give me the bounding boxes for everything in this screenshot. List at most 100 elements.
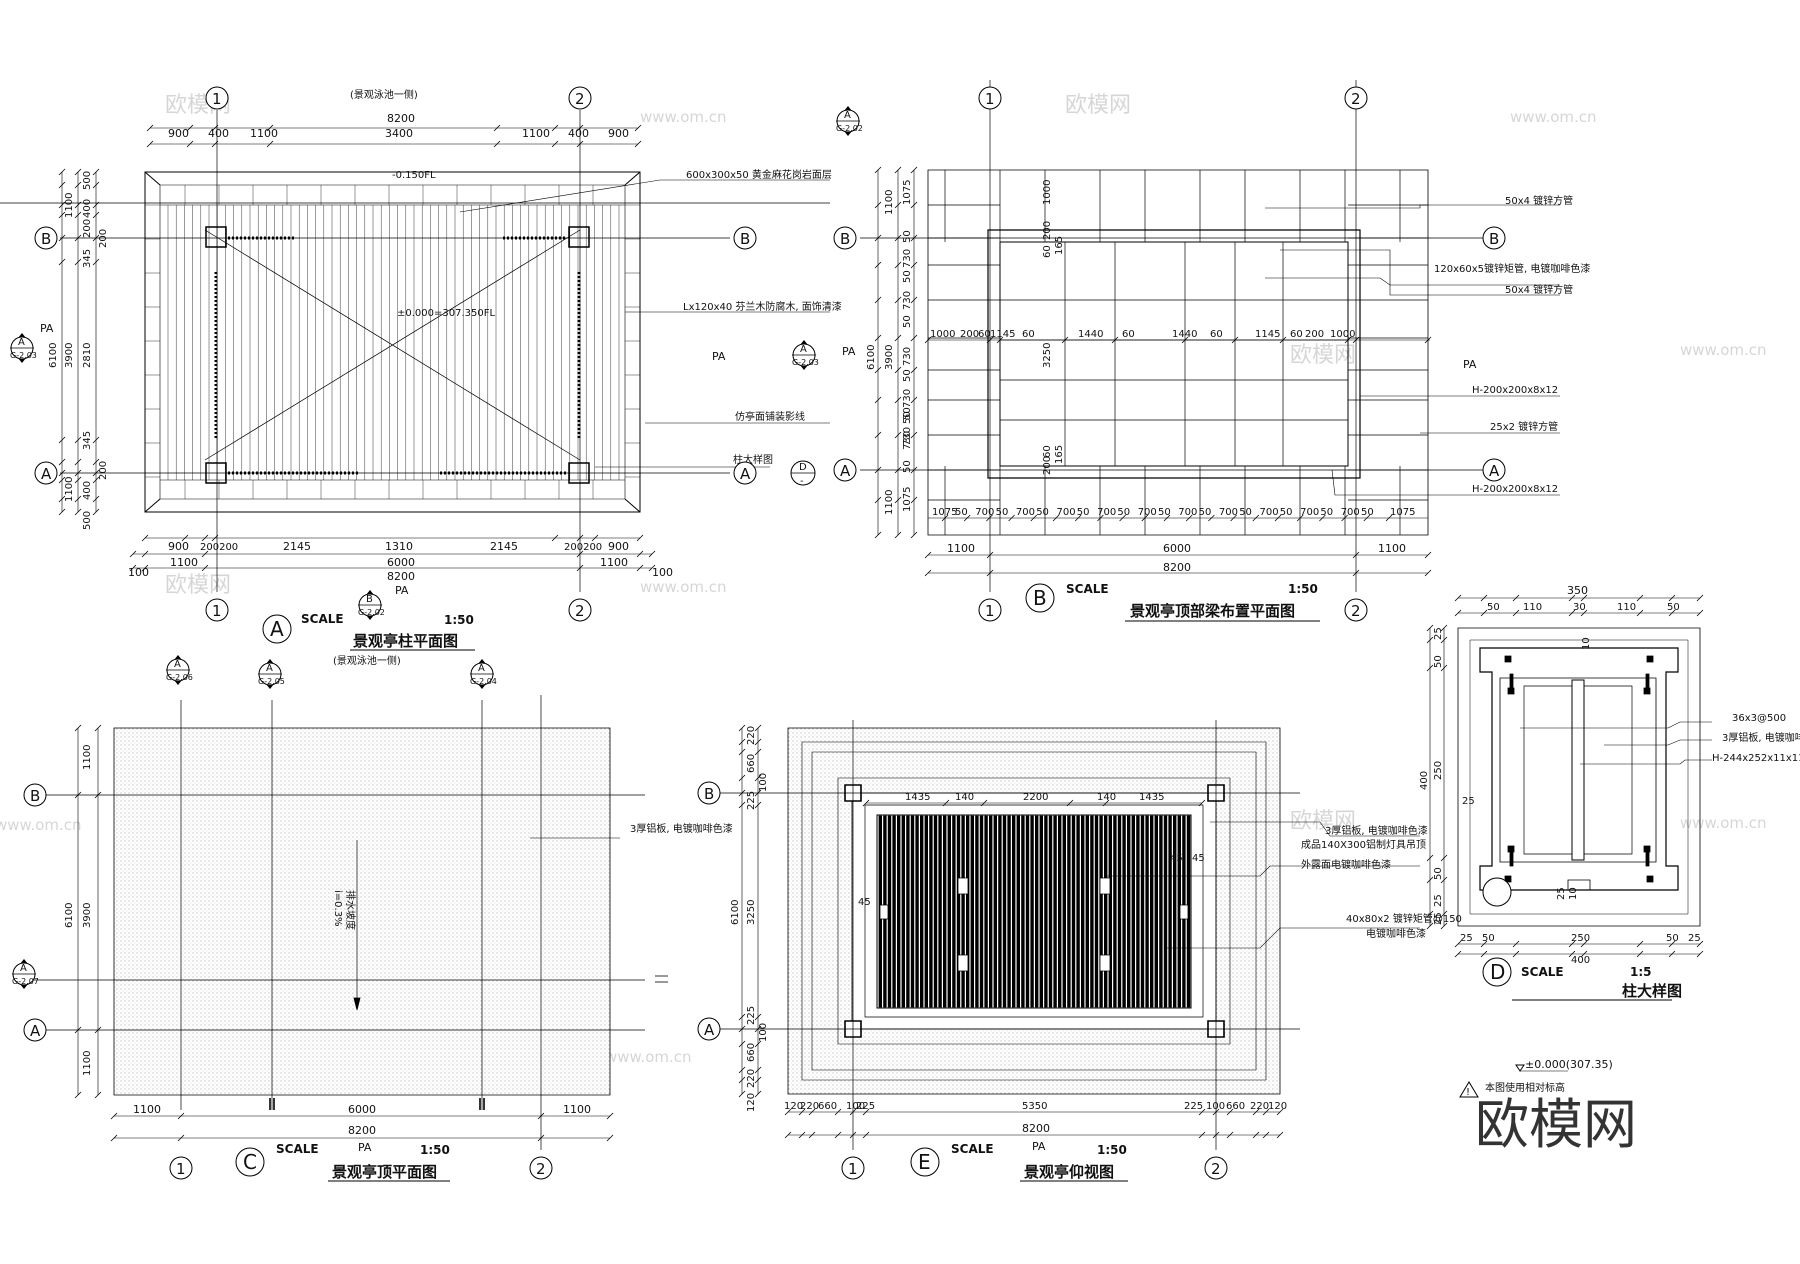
ceiling-slat <box>902 816 905 1007</box>
dim-text: 250 <box>1571 933 1590 944</box>
callout-text: 600x300x50 黄金麻花岗岩面层 <box>686 168 832 181</box>
dim-text: 1100 <box>82 1051 93 1076</box>
ceiling-slat <box>1017 816 1020 1007</box>
scale-value: 1:5 <box>1630 965 1652 979</box>
grid-bubble-2 <box>569 87 591 109</box>
ceiling-slat <box>1026 816 1029 1007</box>
view-title: 景观亭顶平面图 <box>332 1163 437 1181</box>
beam-frame-inner <box>1000 242 1348 466</box>
dimension-tick <box>1199 1109 1205 1115</box>
ceiling-slat <box>1141 816 1144 1007</box>
dimension-tick <box>178 1135 184 1141</box>
dimension-tick <box>739 739 745 745</box>
ref-id: A <box>20 963 27 974</box>
dim-text: 1100 <box>250 127 278 140</box>
dimension-tick <box>212 125 218 131</box>
dim-text: 700 <box>1097 507 1116 518</box>
dim-text: 50 <box>902 407 913 420</box>
dimension-tick <box>964 515 970 521</box>
dim-text: 50 <box>1036 507 1049 518</box>
dimension-tick <box>59 509 65 515</box>
dim-text: 200 <box>98 461 109 480</box>
dim-text: 700 <box>1260 507 1279 518</box>
dimension-tick <box>59 169 65 175</box>
callout-text: H-200x200x8x12 <box>1472 484 1558 495</box>
ceiling-slat <box>888 816 891 1007</box>
ceiling-slat <box>1104 816 1107 1007</box>
dimension-tick <box>863 1132 869 1138</box>
dimension-tick <box>755 802 761 808</box>
dim-text: 100 <box>652 566 673 579</box>
dimension-tick <box>187 125 193 131</box>
dimension-tick <box>1097 515 1103 521</box>
dimension-tick <box>75 1092 81 1098</box>
dimension-tick <box>59 477 65 483</box>
ref-sheet: G-2.02 <box>836 124 863 133</box>
callout-text: 36x3@500 <box>1732 713 1786 724</box>
ceiling-slat <box>994 816 997 1007</box>
view-b-left-dims: 1075 50 730 50 730 50 730 50 730 50 730 … <box>866 180 1065 515</box>
ref-id: D <box>799 462 807 473</box>
dim-text: 6000 <box>348 1103 376 1116</box>
ceiling-slat <box>971 816 974 1007</box>
dimension-tick <box>1253 1132 1259 1138</box>
dimension-tick <box>202 551 208 557</box>
dim-text: 700 <box>1341 507 1360 518</box>
ceiling-slat <box>1072 816 1075 1007</box>
section-ref-marker: A G-2.04 <box>470 659 497 689</box>
view-letter: E <box>918 1150 931 1174</box>
dim-text: 1100 <box>133 1103 161 1116</box>
dim-text: 660 <box>746 1043 757 1062</box>
dim-text: 200 <box>960 329 979 340</box>
dim-text: 1310 <box>385 540 413 553</box>
dimension-ticks <box>75 725 613 1141</box>
view-e-reflected-ceiling <box>720 720 1420 1150</box>
level-text: ±0.000(307.35) <box>1525 1058 1613 1071</box>
dimension-tick <box>1353 337 1359 343</box>
dimension-tick <box>1637 595 1643 601</box>
dim-text: 60 <box>1210 329 1223 340</box>
dimension-tick <box>875 202 881 208</box>
dimension-tick <box>111 1113 117 1119</box>
dimension-tick <box>1425 570 1431 576</box>
ceiling-slat <box>1118 816 1121 1007</box>
dim-text: 120 <box>746 1093 757 1112</box>
dimension-tick <box>1142 515 1148 521</box>
dim-text: 225 <box>1184 1101 1203 1112</box>
callout-text: 120x60x5镀锌矩管, 电镀咖啡色漆 <box>1434 262 1590 275</box>
dimension-tick <box>895 262 901 268</box>
dimension-tick <box>1075 515 1081 521</box>
dimension-tick <box>875 262 881 268</box>
dimension-tick <box>59 470 65 476</box>
leader-lines <box>460 180 830 467</box>
dimension-tick <box>739 1067 745 1073</box>
dim-text: 50 <box>1320 507 1333 518</box>
ceiling-slat <box>980 816 983 1007</box>
beam-frame <box>988 230 1360 478</box>
dim-text: 1075 <box>932 507 957 518</box>
dimension-tick <box>850 1132 856 1138</box>
dim-text: 50 <box>1199 507 1212 518</box>
dimension-tick <box>1427 911 1433 917</box>
dim-text: 50 <box>902 270 913 283</box>
watermark-brand: 欧模网 <box>1065 93 1131 118</box>
dimension-tick <box>911 262 917 268</box>
dimension-tick <box>1427 923 1433 929</box>
dimension-lines <box>62 128 652 568</box>
dimension-tick <box>75 509 81 515</box>
dim-text: 730 <box>902 389 913 408</box>
callout-text: 50x4 镀锌方管 <box>1505 283 1573 296</box>
dim-text: 45 <box>1192 853 1205 864</box>
dimension-tick <box>987 570 993 576</box>
dimension-tick <box>739 775 745 781</box>
view-d-text: 36x3@500 3厚铝板, 电镀咖啡色漆 H-244x252x11x11 35… <box>1419 584 1800 966</box>
dim-text: 1000 <box>1330 329 1355 340</box>
ceiling-slat <box>948 816 951 1007</box>
dimension-tick <box>59 259 65 265</box>
dimension-tick <box>75 259 81 265</box>
callout-text: 电镀咖啡色漆 <box>1366 927 1426 940</box>
dim-text: 1440 <box>1172 329 1197 340</box>
dimension-tick <box>1263 1109 1269 1115</box>
dimension-tick <box>987 552 993 558</box>
dimension-tick <box>739 790 745 796</box>
